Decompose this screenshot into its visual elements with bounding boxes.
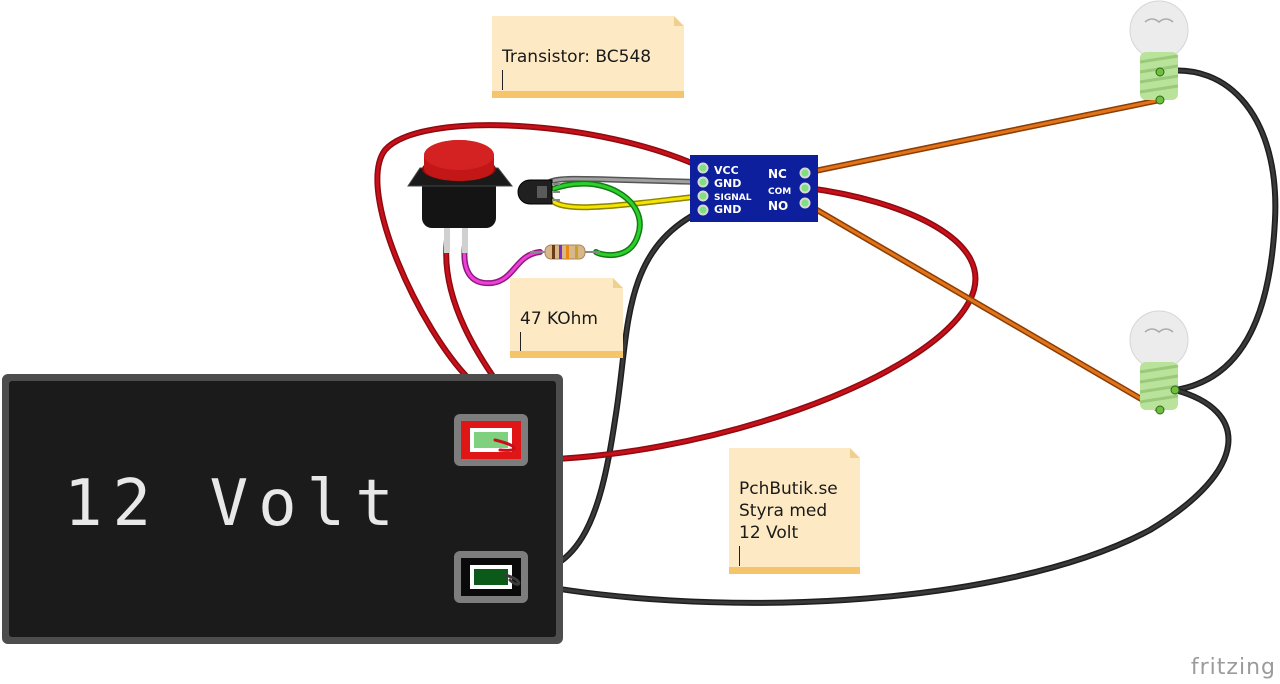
relay-left-pin-pad[interactable]	[697, 162, 709, 174]
battery-positive-terminal[interactable]	[454, 414, 528, 466]
note-pchbutik[interactable]: PchButik.se Styra med 12 Volt	[729, 448, 860, 574]
relay-pin-signal: SIGNAL	[714, 193, 752, 203]
note-resistor-text: 47 KOhm	[520, 309, 598, 329]
text-caret	[502, 70, 503, 90]
relay-pin-no: NO	[768, 199, 788, 213]
text-caret	[520, 332, 521, 352]
transistor-bc548[interactable]	[517, 179, 560, 205]
battery-label: 12 Volt	[64, 467, 404, 541]
battery-negative-terminal[interactable]	[454, 551, 528, 603]
note-resistor[interactable]: 47 KOhm	[510, 278, 623, 358]
relay-right-pin-pad[interactable]	[799, 197, 811, 209]
relay-left-pin-pad[interactable]	[697, 190, 709, 202]
note-transistor-text: Transistor: BC548	[502, 47, 652, 67]
relay-pin-gnd-1: GND	[714, 177, 741, 190]
push-button[interactable]	[407, 140, 514, 253]
relay-left-pin-pad[interactable]	[697, 204, 709, 216]
relay-pin-vcc: VCC	[714, 164, 739, 177]
relay-right-pin-pad[interactable]	[799, 167, 811, 179]
relay-pin-nc: NC	[768, 167, 787, 181]
note-transistor[interactable]: Transistor: BC548	[492, 16, 684, 98]
resistor[interactable]	[530, 244, 600, 260]
relay-pin-gnd-2: GND	[714, 203, 741, 216]
text-caret	[739, 546, 740, 566]
fritzing-logo: fritzing	[1190, 655, 1276, 680]
note-pchbutik-text: PchButik.se Styra med 12 Volt	[739, 479, 838, 543]
relay-pin-com: COM	[768, 187, 791, 197]
relay-left-pin-pad[interactable]	[697, 176, 709, 188]
relay-module[interactable]: VCC GND SIGNAL GND NC COM NO	[690, 155, 818, 222]
relay-right-pin-pad[interactable]	[799, 182, 811, 194]
lamp-2[interactable]	[1129, 310, 1189, 410]
